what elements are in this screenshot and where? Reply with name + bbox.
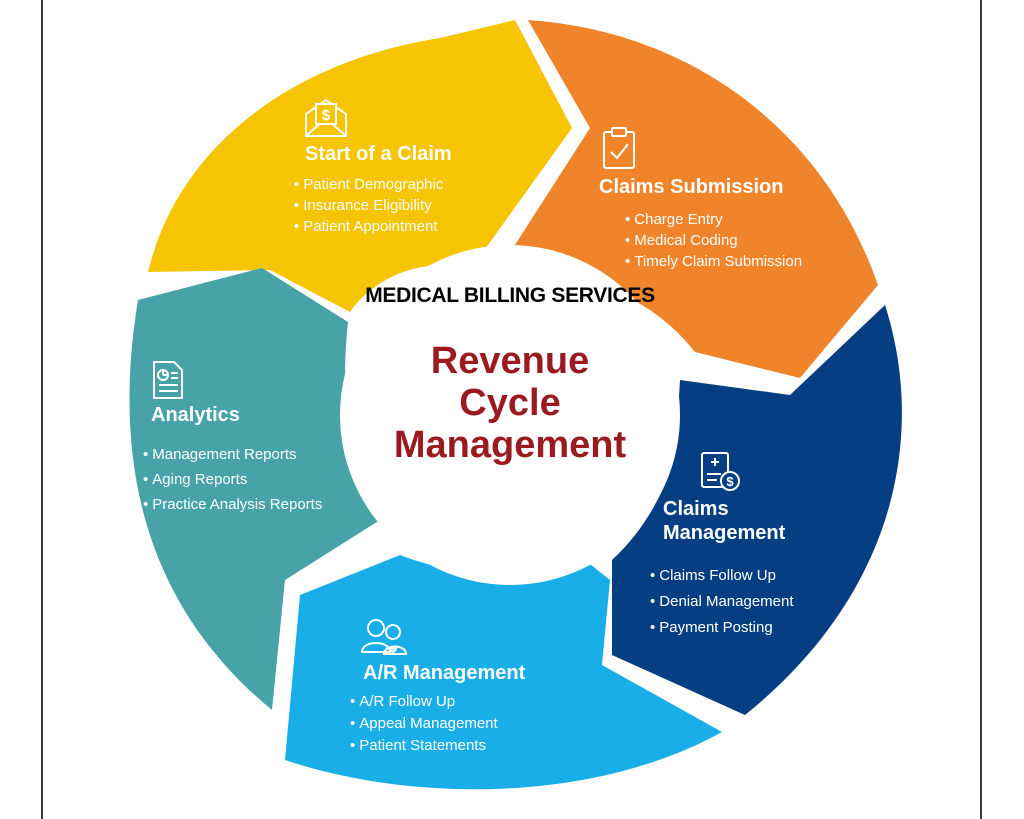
list-item: Patient Appointment <box>294 216 443 237</box>
segment-items-claims-management: Claims Follow Up Denial Management Payme… <box>650 563 794 641</box>
segment-items-analytics: Management Reports Aging Reports Practic… <box>143 442 322 517</box>
list-item: A/R Follow Up <box>350 691 498 713</box>
clipboard-check-icon <box>603 127 635 169</box>
list-item: Denial Management <box>650 589 793 615</box>
segment-claims-submission <box>486 20 878 378</box>
segment-start-of-a-claim <box>148 20 572 312</box>
center-hub <box>340 245 680 585</box>
segment-title-line: Claims <box>663 498 729 520</box>
segment-items-ar-management: A/R Follow Up Appeal Management Patient … <box>350 691 498 757</box>
segment-title-start-of-a-claim: Start of a Claim <box>305 143 452 165</box>
center-title-line: Management <box>393 424 627 466</box>
list-item: Patient Demographic <box>294 174 443 195</box>
people-icon <box>360 619 408 655</box>
segment-title-claims-management: Claims Management <box>663 497 785 545</box>
list-item: Insurance Eligibility <box>294 195 443 216</box>
svg-text:$: $ <box>322 107 331 124</box>
list-item: Payment Posting <box>650 615 794 641</box>
svg-text:$: $ <box>726 474 734 489</box>
list-item: Management Reports <box>143 442 322 467</box>
segment-title-line: Management <box>663 522 786 544</box>
list-item: Timely Claim Submission <box>625 251 802 272</box>
list-item: Appeal Management <box>350 713 497 735</box>
center-title-line: Revenue <box>430 340 590 382</box>
segment-title-analytics: Analytics <box>151 404 240 426</box>
segment-title-ar-management: A/R Management <box>363 662 526 684</box>
frame-border-left <box>41 0 43 819</box>
segment-items-start-of-a-claim: Patient Demographic Insurance Eligibilit… <box>294 174 443 237</box>
list-item: Patient Statements <box>350 735 498 757</box>
money-envelope-icon: $ <box>305 98 347 137</box>
frame-border-right <box>980 0 982 819</box>
medical-bill-icon: $ <box>701 452 740 491</box>
report-document-icon <box>153 361 183 399</box>
list-item: Claims Follow Up <box>650 563 794 589</box>
segment-title-claims-submission: Claims Submission <box>599 176 784 198</box>
list-item: Practice Analysis Reports <box>143 492 322 517</box>
list-item: Aging Reports <box>143 467 322 492</box>
list-item: Medical Coding <box>625 230 802 251</box>
banner-title: MEDICAL BILLING SERVICES <box>365 284 655 307</box>
center-title-line: Cycle <box>459 382 561 424</box>
list-item: Charge Entry <box>625 209 802 230</box>
segment-items-claims-submission: Charge Entry Medical Coding Timely Claim… <box>625 209 802 272</box>
center-title: Revenue Cycle Management <box>360 340 660 466</box>
